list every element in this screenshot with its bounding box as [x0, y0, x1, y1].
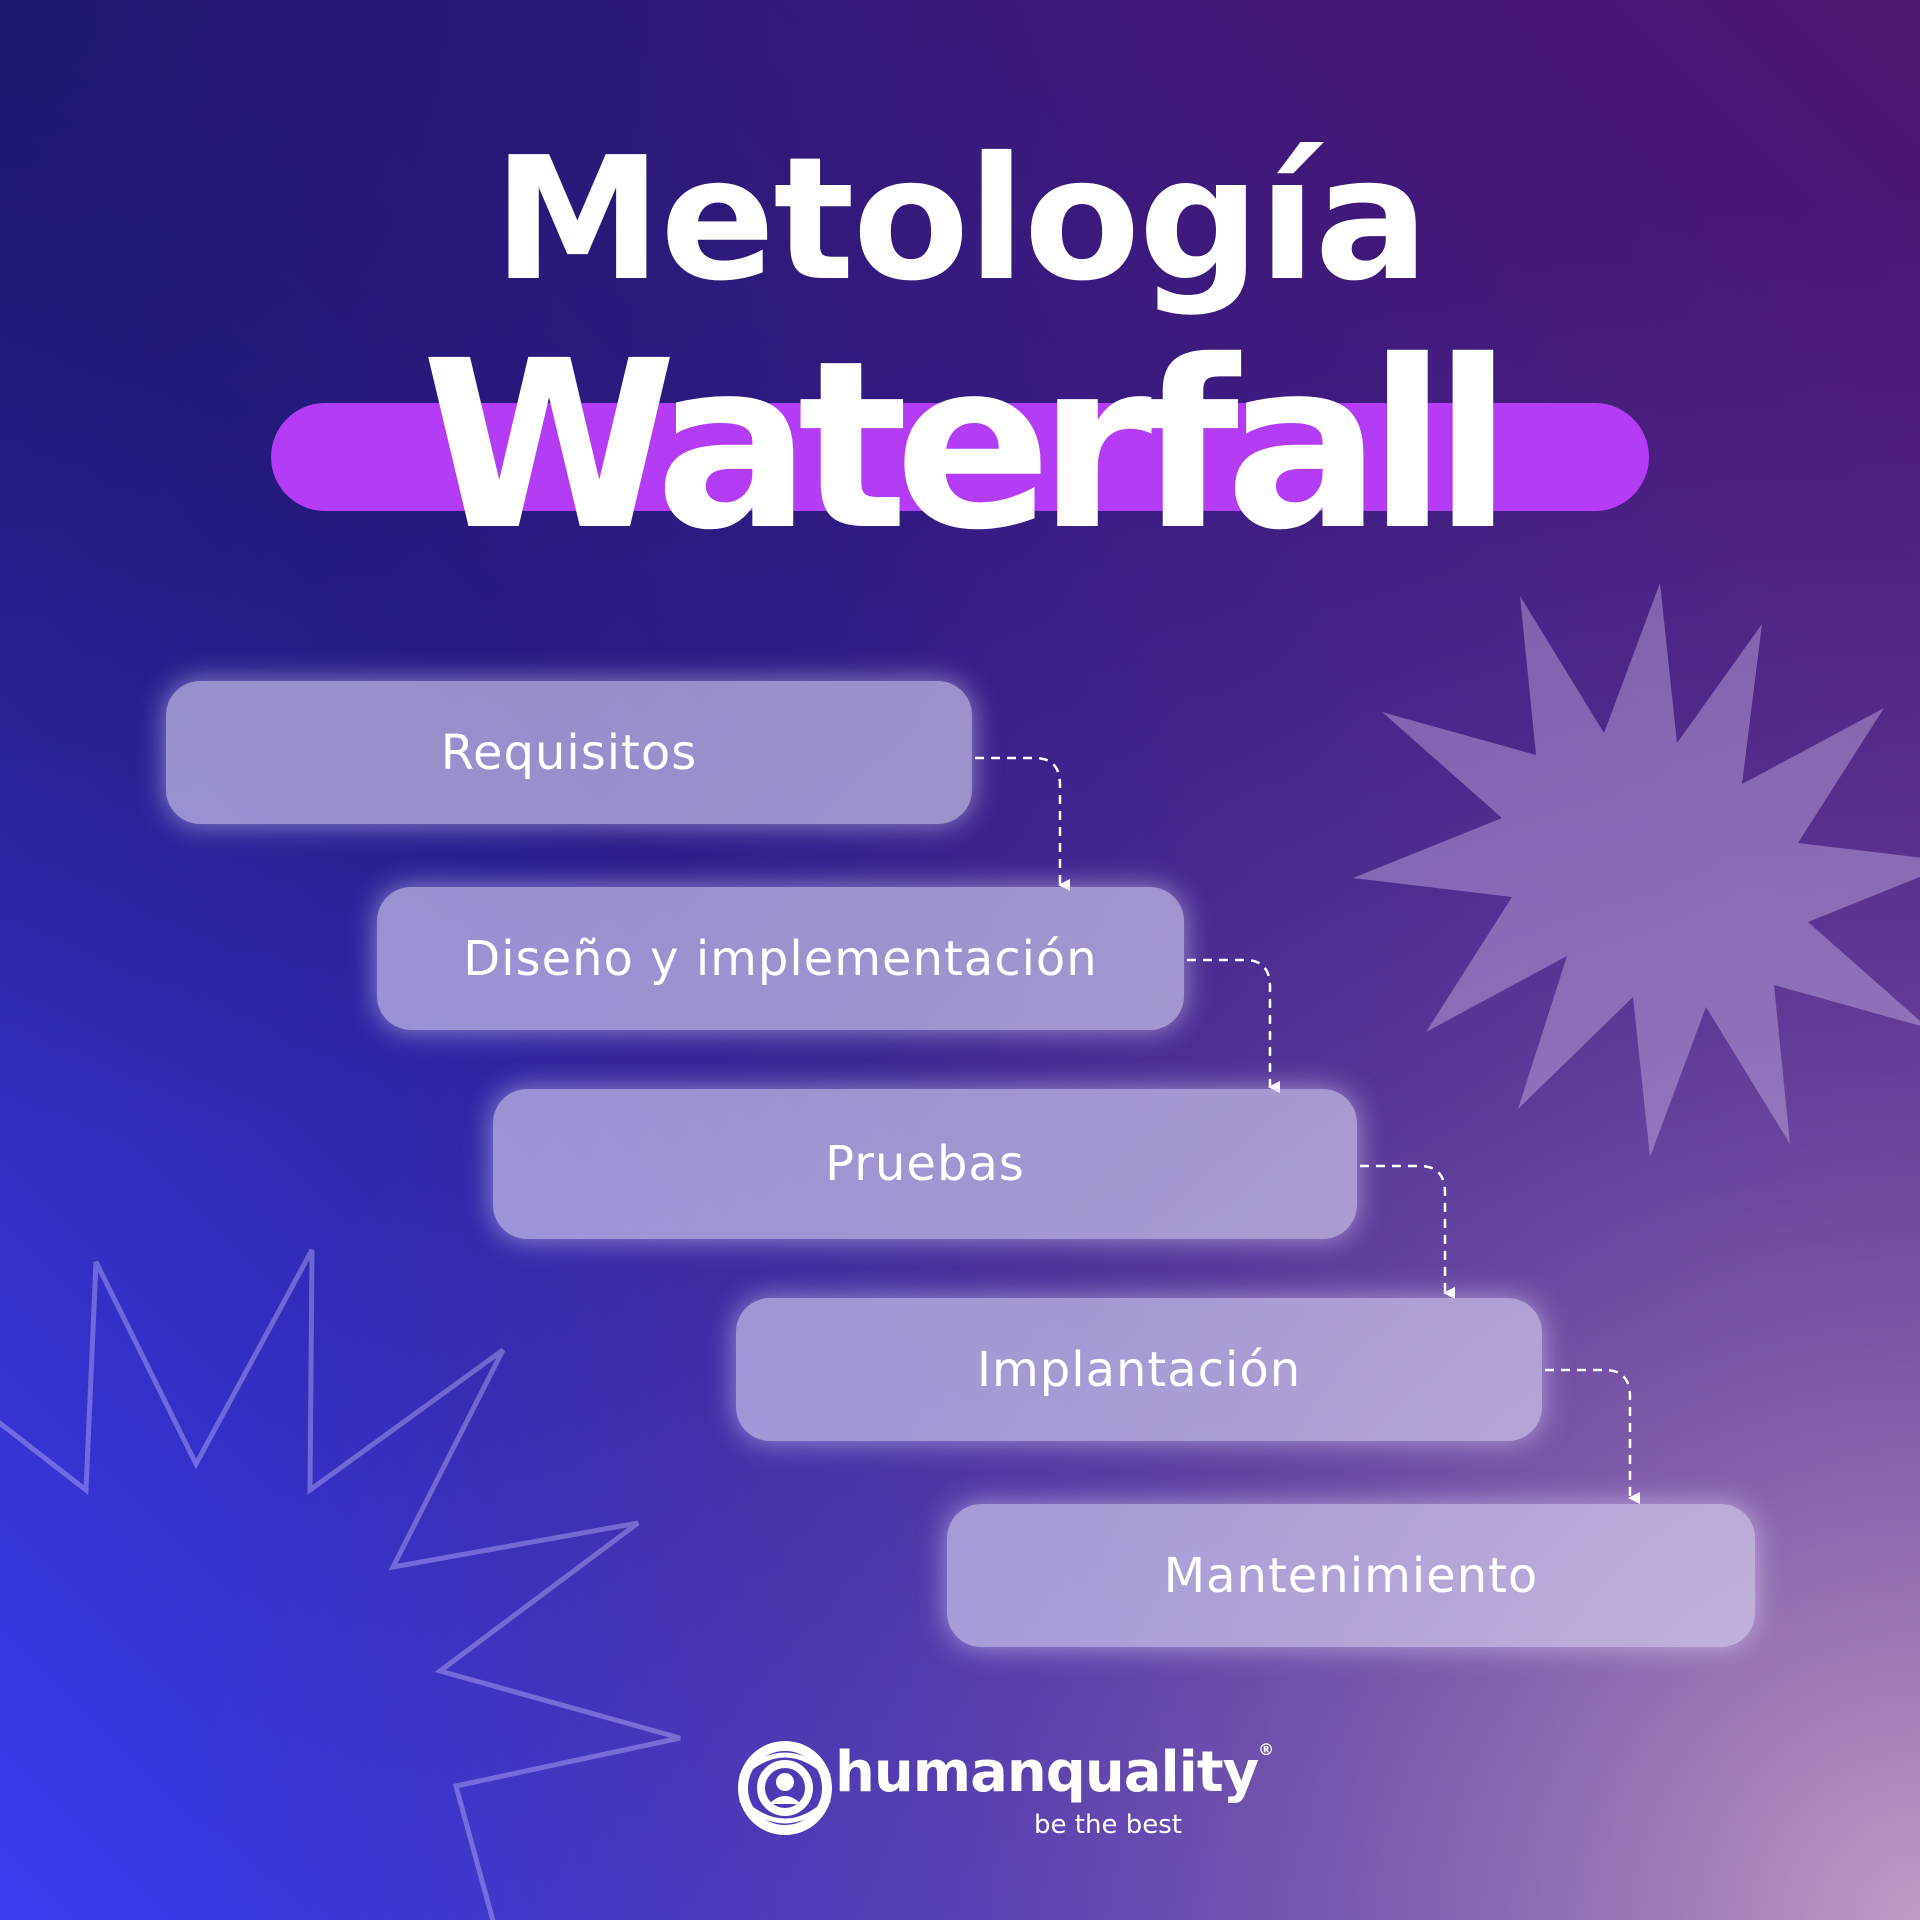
registered-mark: ®	[1258, 1740, 1274, 1759]
step-label: Mantenimiento	[1163, 1547, 1539, 1604]
brand-tagline: be the best	[1034, 1810, 1182, 1840]
step-label: Implantación	[976, 1341, 1302, 1398]
humanquality-logo-icon	[738, 1741, 832, 1835]
step-pruebas: Pruebas	[493, 1089, 1357, 1239]
step-mantenimiento: Mantenimiento	[947, 1504, 1755, 1647]
step-label: Requisitos	[440, 724, 698, 781]
starburst-shape-right	[1353, 583, 1920, 1157]
starburst-outline-left	[0, 1248, 681, 1920]
brand-name: humanquality®	[835, 1740, 1274, 1805]
title-line-1: Metología	[492, 121, 1429, 319]
step-label: Pruebas	[825, 1136, 1025, 1192]
title-line-2: Waterfall	[421, 311, 1512, 581]
step-requisitos: Requisitos	[166, 681, 972, 824]
title-highlight-pill	[271, 403, 1649, 511]
step-implantacion: Implantación	[736, 1298, 1542, 1441]
step-label: Diseño y implementación	[463, 930, 1098, 987]
step-diseno-implementacion: Diseño y implementación	[377, 887, 1184, 1030]
